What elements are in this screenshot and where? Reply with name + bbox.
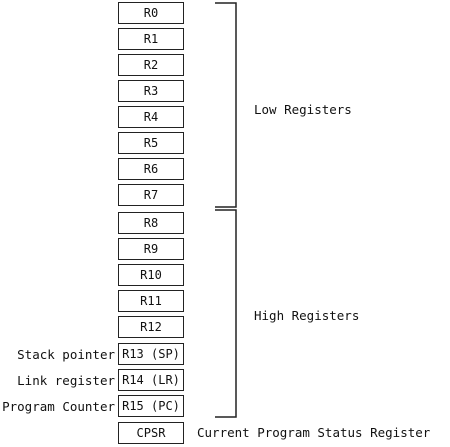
cpsr-description: Current Program Status Register (197, 425, 431, 440)
high-registers-bracket (215, 209, 237, 418)
register-r6: R6 (118, 158, 184, 180)
stack-pointer-label: Stack pointer (17, 346, 115, 362)
register-r8: R8 (118, 212, 184, 234)
register-r5: R5 (118, 132, 184, 154)
register-r3: R3 (118, 80, 184, 102)
register-r12: R12 (118, 316, 184, 338)
register-r14: R14 (LR) (118, 369, 184, 391)
register-r13: R13 (SP) (118, 343, 184, 365)
high-registers-label: High Registers (254, 308, 360, 323)
register-cpsr: CPSR (118, 422, 184, 444)
low-registers-bracket (215, 2, 237, 208)
link-register-label: Link register (17, 372, 115, 388)
low-registers-label: Low Registers (254, 102, 352, 117)
register-r15: R15 (PC) (118, 395, 184, 417)
register-r9: R9 (118, 238, 184, 260)
register-r1: R1 (118, 28, 184, 50)
register-r11: R11 (118, 290, 184, 312)
register-r2: R2 (118, 54, 184, 76)
program-counter-label: Program Counter (2, 398, 115, 414)
register-r7: R7 (118, 184, 184, 206)
register-r4: R4 (118, 106, 184, 128)
register-r0: R0 (118, 2, 184, 24)
register-r10: R10 (118, 264, 184, 286)
